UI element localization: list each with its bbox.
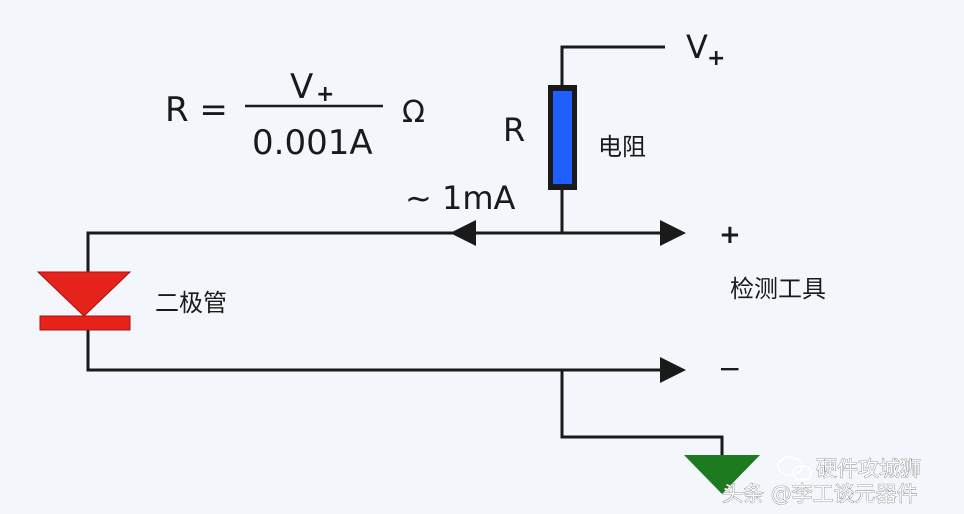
resistor-symbol-label: R [503, 111, 525, 149]
formula-numerator-sub: + [316, 82, 334, 107]
ground-symbol [684, 455, 760, 494]
watermark-line2: 头条 @李工谈元器件 [722, 482, 918, 506]
watermark-line1: 硬件攻城狮 [816, 457, 921, 481]
diode-triangle [36, 271, 132, 317]
bottom-rail-wire [86, 330, 665, 372]
plus-terminal-label: + [719, 220, 741, 250]
current-label: ~ 1mA [405, 179, 516, 217]
formula-denominator: 0.001A [252, 123, 373, 163]
current-arrow-left [450, 220, 476, 246]
formula-numerator: V [290, 67, 313, 107]
top-rail-wire [86, 231, 665, 272]
watermark-logo-icon [777, 456, 812, 481]
minus-terminal-arrow [660, 357, 686, 383]
watermark: 硬件攻城狮 头条 @李工谈元器件 [722, 456, 921, 506]
minus-terminal-label: − [718, 352, 741, 385]
diode-bar [39, 315, 131, 331]
tool-name-label: 检测工具 [730, 275, 826, 303]
resistor-fill [553, 91, 572, 184]
ground-wire [560, 370, 724, 455]
supply-label: V [686, 28, 708, 66]
formula-unit: Ω [402, 95, 425, 130]
diode-name-label: 二极管 [155, 289, 227, 317]
supply-wire [560, 45, 665, 85]
resistor-name-label: 电阻 [598, 133, 646, 161]
supply-label-sub: + [707, 46, 725, 71]
plus-terminal-arrow [660, 220, 686, 246]
formula-lhs: R = [165, 90, 228, 130]
resistance-formula: R = V + 0.001A Ω [165, 67, 425, 163]
